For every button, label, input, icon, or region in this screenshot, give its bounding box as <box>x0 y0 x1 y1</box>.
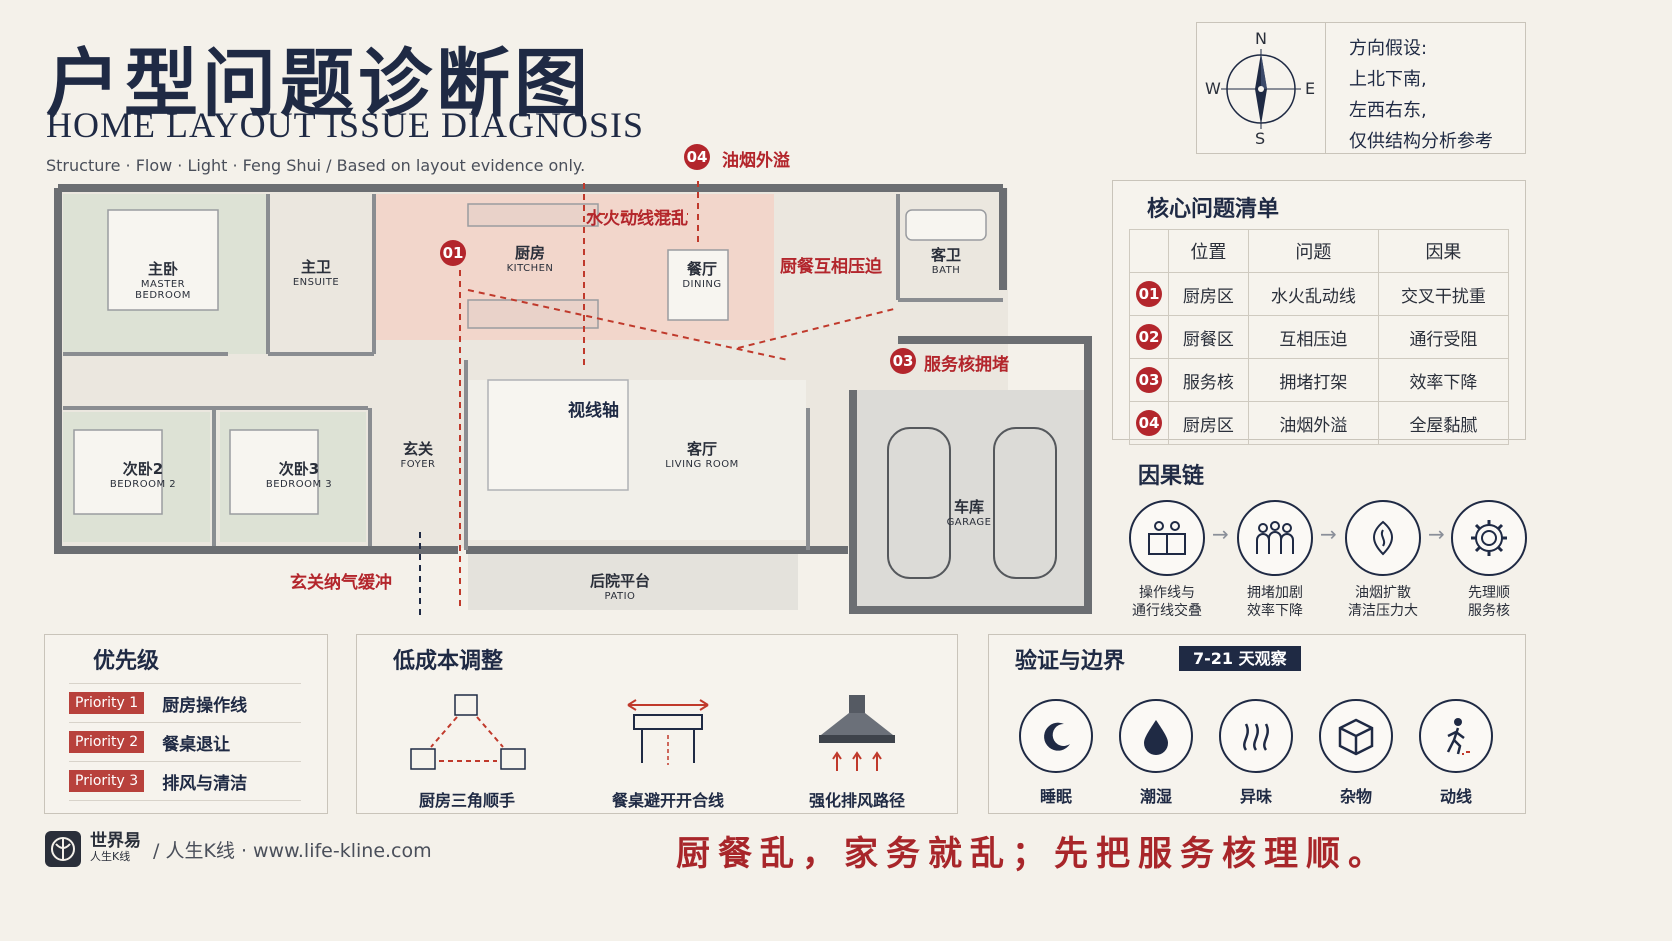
priority-row-3: Priority 3 排风与清洁 <box>69 761 301 801</box>
chain-arrow-icon: → <box>1320 522 1337 546</box>
compass-s: S <box>1255 129 1266 148</box>
brand-link[interactable]: / 人生K线 · www.life-kline.com <box>153 839 432 862</box>
table-row: 01 厨房区 水火乱动线 交叉干扰重 <box>1129 272 1510 316</box>
issue-marker-01: 01 <box>440 240 466 266</box>
compass-e: E <box>1305 79 1316 98</box>
validation-panel: 验证与边界 7-21 天观察 睡眠 潮湿 异味 杂物 动线 <box>988 634 1526 814</box>
priority-title: 优先级 <box>93 649 160 674</box>
table-header-row: 位置 问题 因果 <box>1129 229 1510 273</box>
annotation-service-core: 服务核拥堵 <box>924 355 1009 375</box>
brand-subname: 人生K线 <box>90 850 131 863</box>
priority-badge: Priority 3 <box>69 770 145 792</box>
box-icon <box>1338 718 1374 756</box>
workstation-icon <box>1148 521 1186 555</box>
compass-panel: N S W E 方向假设: 上北下南, 左西右东, 仅供结构分析参考 <box>1196 22 1526 154</box>
room-ensuite: 主卫 ENSUITE <box>292 258 340 288</box>
odor-icon <box>1243 723 1269 751</box>
priority-badge: Priority 1 <box>69 692 145 714</box>
chain-title: 因果链 <box>1138 464 1205 489</box>
floor-plan: 主卧 MASTER BEDROOM 主卫 ENSUITE 厨房 KITCHEN … <box>48 150 1098 620</box>
sight-axis-label: 视线轴 <box>568 401 619 421</box>
compass-w: W <box>1205 79 1221 98</box>
annotation-kitchen-dining: 厨餐互相压迫 <box>780 257 882 277</box>
page-title: 户型问题诊断图 <box>46 41 592 127</box>
room-kitchen: 厨房 KITCHEN <box>506 244 554 274</box>
brand: 世界易 人生K线 / 人生K线 · www.life-kline.com <box>44 830 432 868</box>
room-master-bedroom: 主卧 MASTER BEDROOM <box>135 260 191 301</box>
chain-step-1: 操作线与通行线交叠 <box>1112 500 1222 620</box>
chain-arrow-icon: → <box>1428 522 1445 546</box>
compass: N S W E <box>1197 23 1326 153</box>
floor-plan-drawing <box>54 150 1092 620</box>
priority-badge: Priority 2 <box>69 731 145 753</box>
room-patio: 后院平台 PATIO <box>589 572 650 602</box>
chain-step-4: 先理顺服务核 <box>1434 500 1544 620</box>
page-subtitle: Structure · Flow · Light · Feng Shui / B… <box>46 156 586 175</box>
column-header: 问题 <box>1247 229 1379 273</box>
brand-name: 世界易 <box>90 831 141 851</box>
adjustment-item-2: 餐桌避开开合线 <box>583 691 753 811</box>
issues-title: 核心问题清单 <box>1147 197 1280 222</box>
room-bedroom-3: 次卧3 BEDROOM 3 <box>265 460 333 490</box>
issues-panel: 核心问题清单 位置 问题 因果 01 厨房区 水火乱动线 交叉干扰重 02 厨餐… <box>1112 180 1526 445</box>
walker-icon <box>1446 718 1470 755</box>
room-dining: 餐厅 DINING <box>682 260 722 290</box>
adjustment-item-3: 强化排风路径 <box>777 691 937 811</box>
table-row: 03 服务核 拥堵打架 效率下降 <box>1129 358 1510 402</box>
table-row: 04 厨房区 油烟外溢 全屋黏腻 <box>1129 401 1510 445</box>
validation-item-humidity: 潮湿 <box>1111 699 1201 807</box>
validation-item-sleep: 睡眠 <box>1011 699 1101 807</box>
adjustment-title: 低成本调整 <box>393 649 504 674</box>
validation-item-flow: 动线 <box>1411 699 1501 807</box>
observation-tag: 7-21 天观察 <box>1179 645 1301 671</box>
gear-icon <box>1471 520 1507 556</box>
range-hood-icon <box>819 695 895 771</box>
compass-n: N <box>1255 29 1267 48</box>
brand-logo-icon <box>45 831 81 867</box>
chain-step-2: 拥堵加剧效率下降 <box>1220 500 1330 620</box>
chain-arrow-icon: → <box>1212 522 1229 546</box>
moon-icon <box>1044 722 1070 751</box>
room-bath: 客卫 BATH <box>930 246 961 276</box>
room-foyer: 玄关 FOYER <box>400 440 436 470</box>
crowd-icon <box>1256 521 1294 554</box>
annotation-oil-smoke: 油烟外溢 <box>722 151 790 171</box>
priority-row-2: Priority 2 餐桌退让 <box>69 722 301 761</box>
adjustment-item-1: 厨房三角顺手 <box>387 691 547 811</box>
validation-item-odor: 异味 <box>1211 699 1301 807</box>
room-bedroom-2: 次卧2 BEDROOM 2 <box>109 460 177 490</box>
room-living: 客厅 LIVING ROOM <box>665 440 739 470</box>
priority-row-1: Priority 1 厨房操作线 <box>69 683 301 722</box>
direction-note: 方向假设: 上北下南, 左西右东, 仅供结构分析参考 <box>1349 38 1493 152</box>
column-header: 位置 <box>1168 229 1249 273</box>
table-shift-icon <box>627 699 709 765</box>
room-garage: 车库 GARAGE <box>946 498 992 528</box>
validation-title: 验证与边界 <box>1015 649 1126 674</box>
annotation-foyer-buffer: 玄关纳气缓冲 <box>290 573 392 593</box>
issues-table: 位置 问题 因果 01 厨房区 水火乱动线 交叉干扰重 02 厨餐区 互相压迫 … <box>1129 229 1510 445</box>
footer-slogan: 厨餐乱，家务就乱；先把服务核理顺。 <box>676 834 1390 874</box>
column-header: 因果 <box>1377 229 1510 273</box>
table-row: 02 厨餐区 互相压迫 通行受阻 <box>1129 315 1510 359</box>
adjustment-panel: 低成本调整 厨房三角顺手 餐桌避开开合线 强化排风路径 <box>356 634 958 814</box>
priority-panel: 优先级 Priority 1 厨房操作线 Priority 2 餐桌退让 Pri… <box>44 634 328 814</box>
validation-item-clutter: 杂物 <box>1311 699 1401 807</box>
page-title-english: HOME LAYOUT ISSUE DIAGNOSIS <box>46 105 645 145</box>
issue-marker-04: 04 <box>684 144 710 170</box>
chain-step-3: 油烟扩散清洁压力大 <box>1328 500 1438 620</box>
kitchen-triangle-icon <box>410 694 526 770</box>
issue-marker-03: 03 <box>890 348 916 374</box>
smoke-icon <box>1373 520 1393 556</box>
compass-icon <box>1221 49 1301 129</box>
droplet-icon <box>1144 720 1168 755</box>
annotation-water-fire: 水火动线混乱 <box>586 209 688 229</box>
